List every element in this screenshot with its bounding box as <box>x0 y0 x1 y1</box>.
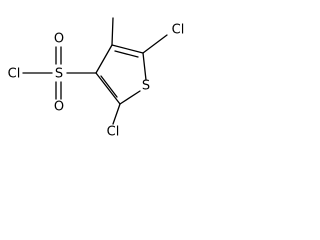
bonds <box>22 17 168 125</box>
atom-s-ring: S <box>142 79 150 94</box>
bond-c2-c3-b <box>100 75 118 98</box>
atom-o-top: O <box>54 32 64 47</box>
atom-cl-top-right: Cl <box>172 23 185 38</box>
atom-cl-bottom: Cl <box>107 125 120 140</box>
bond-c4-c5-a <box>111 44 144 54</box>
atom-cl-sulfonyl: Cl <box>8 67 21 82</box>
bond-c4-c5-b <box>114 50 139 58</box>
atom-s-sulfonyl: S <box>55 67 63 82</box>
atom-o-bottom: O <box>54 100 64 115</box>
bond-c5-s1 <box>142 52 147 81</box>
bond-c2-c3-a <box>95 72 121 105</box>
chemical-structure-diagram: Cl S O O Cl S Cl <box>8 17 185 140</box>
structure-canvas: Cl S O O Cl S Cl <box>0 0 198 152</box>
bond-c3-c4 <box>95 44 113 74</box>
bond-c4-methyl <box>111 17 114 46</box>
atom-labels: Cl S O O Cl S Cl <box>8 23 185 140</box>
bond-c5-cl <box>142 34 168 54</box>
bond-s1-c2 <box>119 90 141 105</box>
bond-c2-cl <box>112 103 121 125</box>
